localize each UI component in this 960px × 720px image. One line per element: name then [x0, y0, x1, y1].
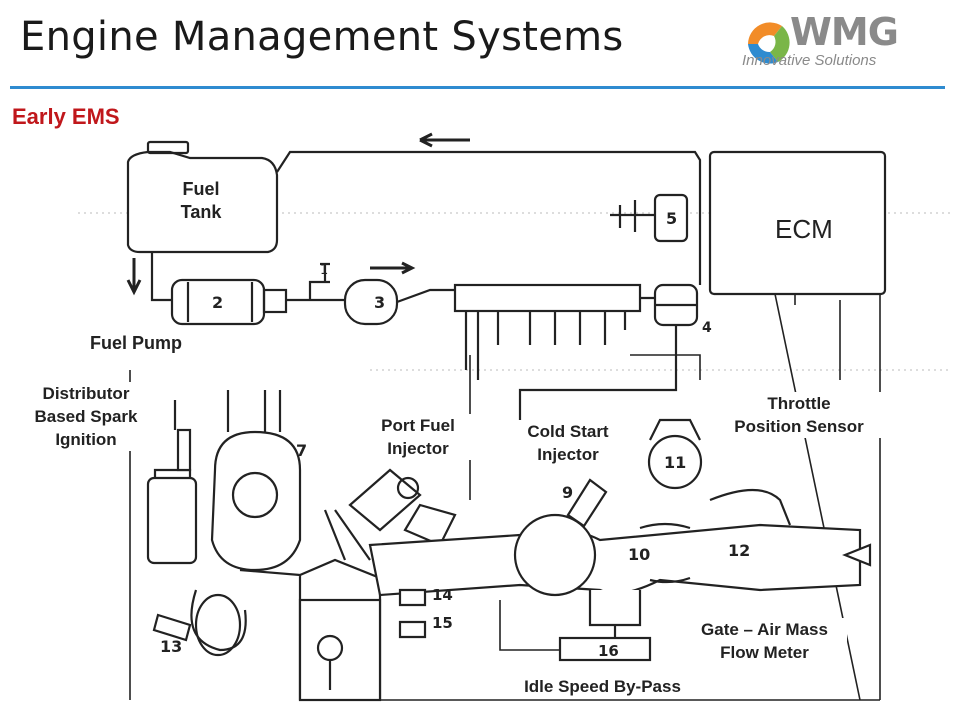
engine-block — [190, 558, 382, 702]
label-distributor-ignition: Distributor Based Spark Ignition — [18, 382, 154, 451]
label-throttle-line-2: Position Sensor — [734, 417, 864, 436]
component-number-10: 10 — [628, 545, 650, 564]
component-number-1: 1 — [320, 263, 328, 278]
label-gate-line-2: Flow Meter — [720, 643, 809, 662]
label-gate-line-1: Gate – Air Mass — [701, 620, 828, 639]
ignition-coil — [146, 428, 198, 565]
label-air-mass-flow-meter: Gate – Air Mass Flow Meter — [682, 618, 847, 664]
label-ecm: ECM — [775, 214, 833, 244]
component-number-9: 9 — [562, 483, 573, 502]
label-throttle-line-1: Throttle — [767, 394, 831, 413]
slide-title: Engine Management Systems — [20, 14, 624, 60]
logo-tagline: Innovative Solutions — [742, 52, 877, 69]
label-fuel-pump: Fuel Pump — [90, 332, 230, 355]
fuel-rail — [453, 283, 660, 380]
component-number-4: 4 — [702, 320, 712, 336]
label-cold-start-line-2: Injector — [537, 445, 599, 464]
label-port-injector-line-2: Injector — [387, 439, 449, 458]
label-cold-start-line-1: Cold Start — [527, 422, 609, 441]
idle-bypass-valve — [558, 590, 652, 662]
label-distributor-line-1: Distributor — [42, 384, 130, 403]
component-number-11: 11 — [664, 453, 686, 472]
label-fuel-tank-line-2: Tank — [180, 202, 222, 222]
label-fuel-tank: Fuel Tank — [165, 178, 237, 224]
component-number-3: 3 — [374, 293, 385, 312]
label-cold-start-injector: Cold Start Injector — [500, 420, 636, 466]
component-5 — [610, 193, 689, 243]
fuel-filter — [343, 278, 455, 326]
ecm-box — [708, 150, 887, 296]
component-number-5: 5 — [666, 209, 677, 228]
header-rule — [10, 86, 945, 89]
component-number-15: 15 — [432, 614, 453, 632]
component-number-2: 2 — [212, 293, 223, 312]
pressure-regulator — [653, 283, 699, 327]
cold-start-injector — [566, 478, 608, 528]
label-port-injector-line-1: Port Fuel — [381, 416, 455, 435]
label-distributor-line-3: Ignition — [55, 430, 117, 449]
component-number-14: 14 — [432, 586, 453, 604]
component-number-16: 16 — [598, 642, 619, 660]
label-throttle-position-sensor: Throttle Position Sensor — [715, 392, 883, 438]
fuel-pump — [170, 278, 288, 326]
label-port-fuel-injector: Port Fuel Injector — [362, 414, 474, 460]
component-number-7: 7 — [296, 441, 307, 460]
engine-sensors — [398, 588, 427, 639]
component-number-12: 12 — [728, 541, 750, 560]
label-idle-speed-bypass: Idle Speed By-Pass — [500, 675, 705, 698]
label-distributor-line-2: Based Spark — [34, 407, 138, 426]
intake-manifold — [368, 489, 872, 597]
component-number-13: 13 — [160, 637, 182, 656]
throttle-position-sensor — [647, 418, 703, 490]
wmg-logo-mark — [748, 22, 790, 64]
label-fuel-tank-line-1: Fuel — [182, 179, 220, 199]
distributor — [173, 390, 302, 572]
logo-wordmark: WMG — [790, 10, 899, 54]
slide-subtitle: Early EMS — [12, 104, 120, 129]
